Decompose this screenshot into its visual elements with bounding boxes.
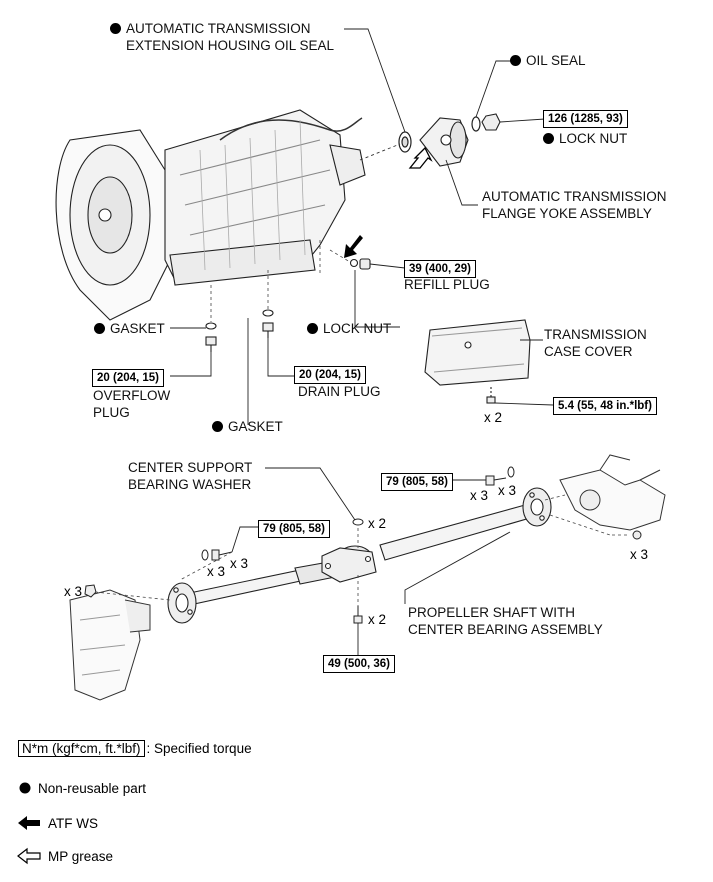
rear-nut [632, 530, 642, 540]
non-reusable-icon [94, 323, 105, 334]
front-coupling [167, 582, 197, 624]
qty-cover-bolts: x 2 [484, 410, 503, 425]
extension-oil-seal [398, 131, 412, 153]
refill-plug-parts [349, 258, 371, 270]
leader-lines-top [170, 28, 554, 425]
atf-legend-arrow-icon [18, 816, 40, 830]
torque-front-bolt: 79 (805, 58) [258, 520, 331, 538]
rear-coupling [522, 487, 552, 527]
mp-legend-arrow-icon [17, 847, 41, 865]
torque-cover: 5.4 (55, 48 in.*lbf) [553, 397, 657, 415]
lock-nut-top-label: LOCK NUT [543, 130, 627, 147]
dashed-guides [210, 240, 351, 322]
qty-front-nuts: x 3 [64, 584, 83, 599]
flange-yoke [419, 117, 469, 167]
qty-washer: x 2 [368, 516, 387, 531]
torque-rear-bolt: 79 (805, 58) [381, 473, 454, 491]
non-reusable-icon [543, 133, 554, 144]
lock-nut-mid-label: LOCK NUT [307, 320, 391, 337]
qty-rear-washers: x 3 [498, 483, 517, 498]
oil-seal-label: OIL SEAL [510, 52, 586, 69]
non-reusable-legend-icon [19, 782, 31, 794]
qty-front-bolts-a: x 3 [207, 564, 226, 579]
ext-seal-label: AUTOMATIC TRANSMISSION EXTENSION HOUSING… [110, 20, 334, 54]
non-reusable-icon [212, 421, 223, 432]
dashed-guides-lower [94, 494, 630, 606]
legend-non-reusable: Non-reusable part [38, 781, 147, 796]
mp-grease-arrow [408, 146, 433, 169]
gasket-bottom-label: GASKET [212, 418, 283, 435]
bolt-parts [201, 466, 515, 624]
oil-seal-small [471, 116, 481, 132]
legend-torque-text: : Specified torque [146, 741, 252, 756]
qty-rear-bolts: x 3 [470, 488, 489, 503]
qty-center-bolts: x 2 [368, 612, 387, 627]
gasket-left-label: GASKET [94, 320, 165, 337]
torque-overflow: 20 (204, 15) [92, 369, 165, 387]
transmission-body [55, 109, 366, 321]
torque-refill: 39 (400, 29) [404, 260, 477, 278]
front-transmission-tail [69, 589, 151, 701]
center-bearing [321, 547, 377, 583]
lock-nut-top [481, 113, 501, 131]
non-reusable-icon [110, 23, 121, 34]
torque-drain: 20 (204, 15) [294, 366, 367, 384]
front-nut [84, 584, 97, 598]
leader-lines-lower [231, 467, 511, 655]
non-reusable-icon [510, 55, 521, 66]
torque-center-bolt: 49 (500, 36) [323, 655, 396, 673]
torque-lock-nut: 126 (1285, 93) [543, 110, 628, 128]
overflow-plug-parts [205, 322, 217, 352]
non-reusable-icon [307, 323, 318, 334]
refill-plug-label: REFILL PLUG [404, 277, 490, 292]
atf-arrow [344, 235, 363, 258]
rear-differential [559, 454, 666, 531]
drain-plug-parts [262, 309, 274, 338]
legend-torque: N*m (kgf*cm, ft.*lbf): Specified torque [18, 740, 252, 757]
qty-rear-nuts: x 3 [630, 547, 649, 562]
legend-mp: MP grease [48, 849, 114, 864]
drain-plug-label: DRAIN PLUG [298, 384, 381, 399]
legend-torque-box: N*m (kgf*cm, ft.*lbf) [18, 740, 145, 757]
cover-bolt [486, 387, 496, 404]
legend-atf: ATF WS [48, 816, 98, 831]
qty-front-bolts-b: x 3 [230, 556, 249, 571]
case-cover [424, 319, 531, 386]
